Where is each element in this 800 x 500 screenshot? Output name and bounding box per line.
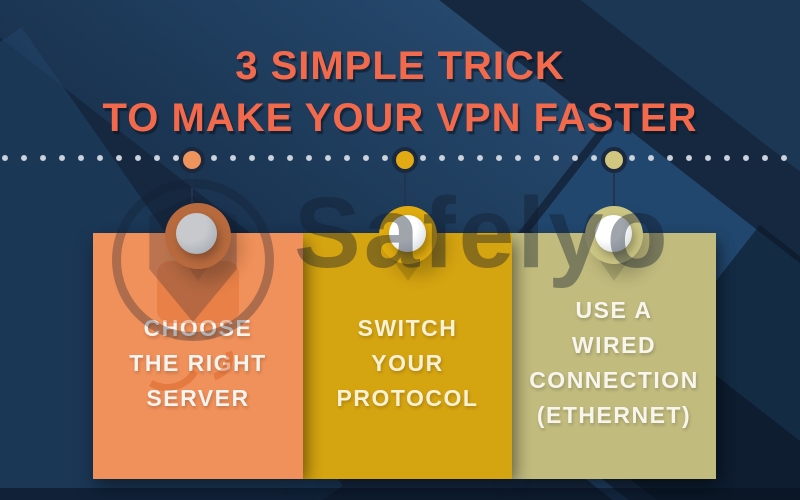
title-line-2: TO MAKE YOUR VPN FASTER (102, 96, 698, 140)
brand-watermark: Safelyo (294, 177, 671, 289)
timeline-dot-1 (179, 147, 205, 173)
step-label-3: USE A WIRED CONNECTION (ETHERNET) (529, 297, 699, 428)
page-title: 3 SIMPLE TRICK TO MAKE YOUR VPN FASTER (0, 40, 800, 144)
bg-bottom-band (0, 488, 800, 500)
timeline-dot-3 (601, 147, 627, 173)
step-label-2: SWITCH YOUR PROTOCOL (336, 314, 479, 411)
timeline-dot-2 (392, 147, 418, 173)
title-line-1: 3 SIMPLE TRICK (235, 44, 565, 88)
